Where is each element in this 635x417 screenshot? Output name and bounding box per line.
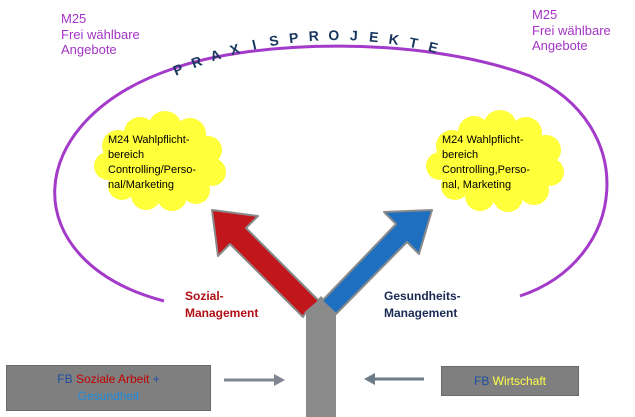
praxis-title-letter: T bbox=[408, 34, 420, 51]
fb-soziale-arbeit-box: FB Soziale Arbeit + Gesundheit bbox=[6, 365, 211, 411]
fb-left-prefix: FB bbox=[57, 372, 73, 386]
praxis-title-letter: I bbox=[251, 36, 258, 52]
praxis-title-letter: S bbox=[268, 32, 280, 49]
praxis-title-letter: A bbox=[208, 46, 223, 64]
m25-right-line3: Angebote bbox=[532, 38, 588, 54]
praxis-title-letter: P bbox=[171, 60, 186, 78]
fb-left-name2: Gesundheit bbox=[77, 389, 140, 403]
praxis-title-letter: J bbox=[350, 27, 358, 43]
sozial-line2: Management bbox=[185, 306, 259, 320]
fb-wirtschaft-box: FB Wirtschaft bbox=[441, 366, 579, 396]
praxis-title-letter: K bbox=[388, 31, 400, 48]
m25-left-line1: M25 bbox=[61, 11, 87, 26]
cloud-left-line2: bereich bbox=[108, 149, 145, 161]
cloud-left-text: M24 Wahlpflicht- bereich Controlling/Per… bbox=[108, 133, 196, 193]
m25-left-line2: Frei wählbare bbox=[61, 26, 140, 42]
cloud-right-line1: M24 Wahlpflicht- bbox=[442, 134, 524, 146]
gesundheits-management-label: Gesundheits- Management bbox=[384, 288, 461, 322]
cloud-left bbox=[94, 111, 226, 211]
cloud-right bbox=[426, 110, 564, 212]
praxis-ellipse-arc bbox=[53, 44, 609, 303]
cloud-left-line1: M24 Wahlpflicht- bbox=[108, 134, 190, 146]
praxis-title-letter: P bbox=[288, 29, 299, 46]
fb-right-prefix: FB bbox=[473, 374, 490, 388]
cloud-right-line2: bereich bbox=[442, 149, 479, 161]
fb-right-name: Wirtschaft bbox=[492, 374, 547, 388]
cloud-left-line4: nal/Marketing bbox=[108, 179, 175, 191]
arrow-left-to-stem bbox=[224, 374, 285, 386]
cloud-right-line4: nal, Marketing bbox=[442, 179, 512, 191]
sozial-management-label: Sozial- Management bbox=[185, 288, 258, 322]
gesund-line1: Gesundheits- bbox=[384, 289, 461, 303]
praxis-title-letter: R bbox=[308, 28, 319, 45]
sozial-line1: Sozial- bbox=[185, 289, 224, 303]
praxis-title-letter: O bbox=[328, 27, 339, 43]
m25-right-label: M25 Frei wählbare Angebote bbox=[532, 7, 611, 54]
m25-right-line1: M25 bbox=[532, 7, 558, 22]
praxis-title-letter: R bbox=[189, 53, 204, 72]
cloud-left-line3: Controlling/Perso- bbox=[108, 164, 197, 176]
arrow-right-to-stem bbox=[364, 373, 424, 385]
cloud-right-text: M24 Wahlpflicht- bereich Controlling,Per… bbox=[442, 133, 530, 193]
blue-arrow bbox=[321, 209, 433, 315]
gesund-line2: Management bbox=[384, 306, 458, 320]
praxis-title-letter: E bbox=[427, 38, 440, 56]
m25-left-label: M25 Frei wählbare Angebote bbox=[61, 11, 140, 58]
m25-right-line2: Frei wählbare bbox=[532, 22, 611, 38]
fb-left-plus: + bbox=[152, 372, 160, 386]
fb-left-name: Soziale Arbeit bbox=[75, 372, 150, 386]
y-stem bbox=[306, 312, 336, 417]
praxis-title-letter: E bbox=[369, 28, 380, 45]
cloud-right-line3: Controlling,Perso- bbox=[442, 164, 531, 176]
m25-left-line3: Angebote bbox=[61, 42, 117, 58]
red-arrow bbox=[211, 209, 320, 318]
